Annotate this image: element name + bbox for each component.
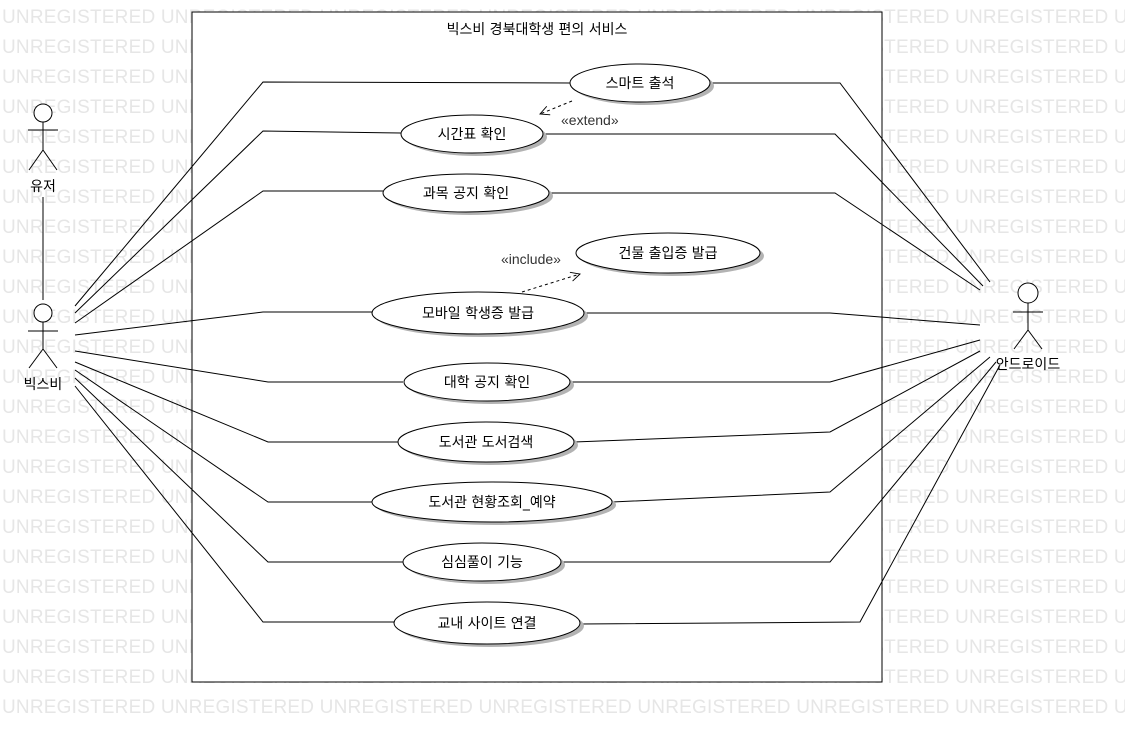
- use-case-building-pass[interactable]: 건물 출입증 발급: [575, 232, 764, 276]
- assoc-bixby-library-search: [74, 361, 398, 443]
- actor-label: 빅스비: [24, 377, 63, 393]
- android-associations: [543, 82, 1001, 625]
- assoc-bixby-univ-notice: [74, 350, 403, 383]
- use-case-campus-sites[interactable]: 교내 사이트 연결: [393, 601, 584, 647]
- assoc-android-course-notice: [549, 192, 981, 291]
- use-case-label: 도서관 현황조회_예약: [428, 495, 555, 511]
- actor-user[interactable]: 유저: [28, 103, 58, 195]
- include-label: «include»: [501, 251, 561, 267]
- assoc-android-timetable: [543, 133, 984, 287]
- assoc-android-smart-attendance: [710, 82, 991, 283]
- use-case-library-status[interactable]: 도서관 현황조회_예약: [371, 481, 616, 525]
- include-arrow: [521, 274, 580, 293]
- use-case-smart-attendance[interactable]: 스마트 출석: [569, 63, 714, 105]
- use-case-course-notice[interactable]: 과목 공지 확인: [382, 173, 553, 215]
- actor-label: 유저: [30, 179, 56, 195]
- actor-android[interactable]: 안드로이드: [996, 282, 1061, 373]
- actor-label: 안드로이드: [996, 357, 1061, 373]
- use-case-label: 과목 공지 확인: [423, 186, 509, 202]
- actor-bixby[interactable]: 빅스비: [24, 303, 63, 393]
- assoc-bixby-mobile-id: [74, 311, 372, 336]
- stick-figure-icon: [28, 303, 58, 369]
- use-case-label: 도서관 도서검색: [439, 435, 534, 451]
- use-case-label: 건물 출입증 발급: [618, 246, 717, 262]
- assoc-android-library-search: [573, 350, 981, 443]
- assoc-android-univ-notice: [570, 339, 981, 383]
- use-case-label: 대학 공지 확인: [444, 375, 530, 391]
- use-case-timetable[interactable]: 시간표 확인: [400, 114, 547, 156]
- use-case-boredom[interactable]: 심심풀이 기능: [402, 542, 565, 584]
- system-boundary: [191, 11, 883, 683]
- assoc-bixby-boredom: [74, 377, 403, 563]
- assoc-bixby-timetable: [74, 130, 402, 314]
- bixby-associations: [74, 81, 573, 623]
- assoc-android-boredom: [562, 361, 997, 563]
- use-case-label: 교내 사이트 연결: [437, 616, 536, 632]
- extend-label: «extend»: [561, 112, 619, 128]
- assoc-bixby-library-status: [74, 369, 372, 503]
- use-case-label: 모바일 학생증 발급: [422, 306, 534, 322]
- stick-figure-icon: [1013, 282, 1043, 350]
- system-title: 빅스비 경북대학생 편의 서비스: [447, 22, 628, 38]
- assoc-bixby-smart-attendance: [74, 81, 573, 307]
- use-case-univ-notice[interactable]: 대학 공지 확인: [403, 362, 574, 404]
- use-case-library-search[interactable]: 도서관 도서검색: [397, 421, 578, 465]
- stick-figure-icon: [28, 103, 58, 171]
- assoc-android-library-status: [611, 356, 991, 503]
- assoc-android-campus-sites: [579, 364, 1001, 625]
- assoc-bixby-campus-sites: [74, 385, 395, 623]
- use-case-label: 스마트 출석: [606, 76, 675, 92]
- assoc-android-mobile-id: [584, 312, 981, 326]
- use-case-label: 시간표 확인: [438, 127, 507, 143]
- use-case-label: 심심풀이 기능: [441, 555, 523, 571]
- assoc-bixby-course-notice: [74, 190, 383, 324]
- use-case-mobile-id[interactable]: 모바일 학생증 발급: [371, 291, 588, 337]
